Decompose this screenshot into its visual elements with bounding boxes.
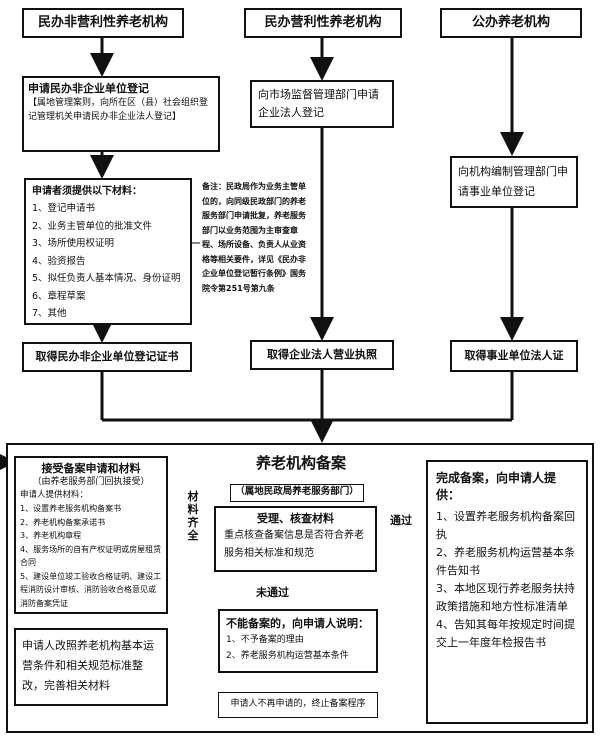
node-cert-nonenterprise: 取得民办非企业单位登记证书 (22, 342, 192, 372)
node-label: 民办非营利性养老机构 (37, 15, 168, 30)
list-item: 4、服务场所的自有产权证明或房屋租赁合同 (20, 544, 162, 568)
list-item: 5、拟任负责人基本情况、身份证明 (32, 273, 181, 284)
list-item: 2、业务主管单位的批准文件 (32, 220, 153, 232)
node-label: 取得企业法人营业执照 (267, 348, 377, 361)
node-private-profit: 民办营利性养老机构 (244, 8, 402, 38)
filing-dept: （属地民政局养老服务部门） (230, 484, 364, 502)
list-item: 3、本地区现行养老服务扶持政策措施和地方性标准清单 (436, 582, 575, 613)
list-item: 2、养老服务机构运营基本条件 (226, 651, 349, 661)
node-label: 取得民办非企业单位登记证书 (35, 350, 179, 363)
label-pass: 通过 (390, 514, 412, 527)
materials-title: 申请者须提供以下材料： (32, 186, 142, 197)
note-text: 备注：民政局作为业务主管单位的，向同级民政部门的养老服务部门申请批复，养老服务部… (202, 180, 306, 320)
list-item: 3、养老机构章程 (20, 531, 82, 540)
review-body: 重点核查备案信息是否符合养老服务相关标准和规范 (224, 530, 364, 559)
label-materials-complete: 材料齐全 (187, 490, 199, 542)
node-label: 向机构编制管理部门申请事业单位登记 (458, 165, 568, 198)
node-end: 申请人不再申请的，终止备案程序 (218, 692, 378, 718)
node-body: 【属地管理案则，向所在区（县）社会组织登记管理机关申请民办非企业法人登记】 (28, 98, 209, 122)
node-materials: 申请者须提供以下材料： 1、登记申请书 2、业务主管单位的批准文件 3、场所使用… (24, 178, 192, 325)
complete-title: 完成备案，向申请人提供： (436, 471, 557, 502)
accept-title: 接受备案申请和材料 (41, 462, 141, 475)
accept-head: 申请人提供材料： (20, 490, 89, 500)
reject-list: 1、不予备案的理由 2、养老服务机构运营基本条件 (226, 632, 370, 664)
list-item: 1、登记申请书 (32, 203, 96, 214)
review-title: 受理、核查材料 (257, 512, 334, 525)
node-label: 民办营利性养老机构 (264, 15, 382, 30)
node-apply-nonenterprise: 申请民办非企业单位登记 【属地管理案则，向所在区（县）社会组织登记管理机关申请民… (22, 76, 220, 152)
accept-list: 1、设置养老服务机构备案书 2、养老机构备案承诺书 3、养老机构章程 4、服务场… (20, 502, 162, 610)
list-item: 4、告知其每年按规定时间提交上一年度年检报告书 (436, 618, 575, 649)
list-item: 5、建设单位竣工验收合格证明、建设工程消防设计审核、消防验收合格意见或消防备案凭… (20, 571, 162, 608)
node-reject: 不能备案的，向申请人说明： 1、不予备案的理由 2、养老服务机构运营基本条件 (218, 609, 378, 673)
list-item: 3、场所使用权证明 (32, 238, 115, 249)
node-apply-institution: 向机构编制管理部门申请事业单位登记 (450, 156, 578, 208)
list-item: 6、章程草案 (32, 290, 86, 302)
list-item: 1、设置养老服务机构备案书 (20, 504, 122, 513)
filing-title: 养老机构备案 (256, 454, 347, 472)
node-cert-enterprise: 取得企业法人营业执照 (250, 340, 394, 370)
reject-title: 不能备案的，向申请人说明： (226, 617, 369, 630)
node-accept-application: 接受备案申请和材料 （由养老服务部门回执接受） 申请人提供材料： 1、设置养老服… (14, 456, 168, 614)
node-apply-enterprise: 向市场监督管理部门申请企业法人登记 (250, 80, 394, 128)
node-label: 公办养老机构 (471, 15, 550, 30)
node-rework: 申请人改照养老机构基本运营条件和相关规范标准整改，完善相关材料 (14, 628, 168, 706)
list-item: 4、验资报告 (32, 255, 86, 267)
node-label: 取得事业单位法人证 (464, 349, 564, 362)
list-item: 1、设置养老服务机构备案回执 (436, 510, 575, 541)
label-fail: 未通过 (256, 586, 289, 599)
node-private-nonprofit: 民办非营利性养老机构 (22, 8, 184, 38)
accept-sub: （由养老服务部门回执接受） (32, 477, 150, 487)
node-complete-filing: 完成备案，向申请人提供： 1、设置养老服务机构备案回执 2、养老服务机构运营基本… (426, 460, 588, 724)
list-item: 2、养老服务机构运营基本条件告知书 (436, 546, 575, 577)
list-item: 1、不予备案的理由 (226, 635, 304, 645)
materials-list: 1、登记申请书 2、业务主管单位的批准文件 3、场所使用权证明 4、验资报告 5… (32, 200, 184, 323)
node-label: 向市场监督管理部门申请企业法人登记 (258, 88, 379, 119)
node-public: 公办养老机构 (440, 8, 582, 38)
complete-list: 1、设置养老服务机构备案回执 2、养老服务机构运营基本条件告知书 3、本地区现行… (436, 508, 578, 652)
list-item: 7、其他 (32, 308, 67, 319)
node-title: 申请民办非企业单位登记 (28, 82, 149, 95)
list-item: 2、养老机构备案承诺书 (20, 517, 106, 527)
node-review: 受理、核查材料 重点核查备案信息是否符合养老服务相关标准和规范 (214, 506, 377, 572)
node-cert-institution: 取得事业单位法人证 (450, 340, 578, 372)
